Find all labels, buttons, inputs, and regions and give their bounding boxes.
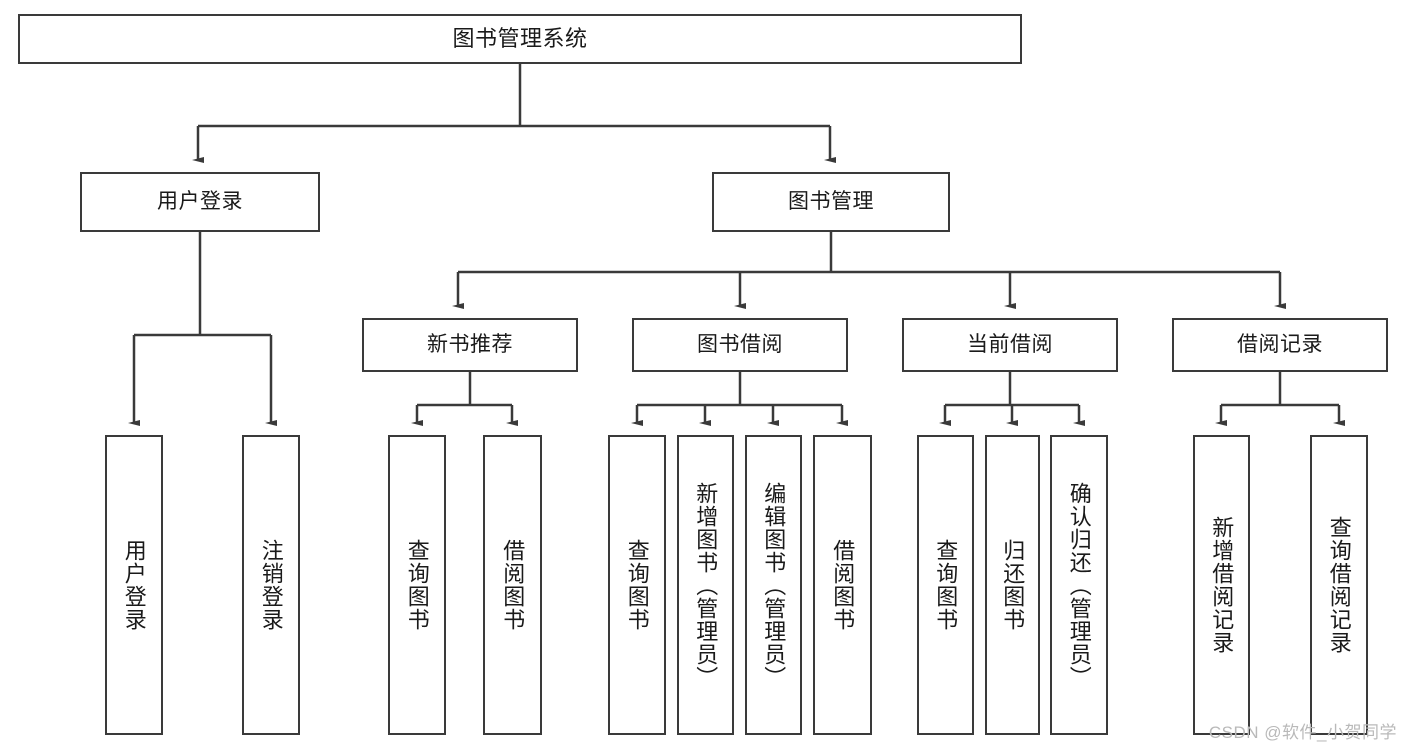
node-leaf-query-book-3[interactable]: 查询图书 — [917, 435, 974, 735]
node-leaf-edit-book[interactable]: 编辑图书（管理员） — [745, 435, 802, 735]
node-leaf-add-borrow-record[interactable]: 新增借阅记录 — [1193, 435, 1250, 735]
node-book-manage[interactable]: 图书管理 — [712, 172, 950, 232]
node-leaf-return-book[interactable]: 归还图书 — [985, 435, 1040, 735]
node-book-borrow[interactable]: 图书借阅 — [632, 318, 848, 372]
node-leaf-confirm-return[interactable]: 确认归还（管理员） — [1050, 435, 1108, 735]
node-leaf-borrow-book-2[interactable]: 借阅图书 — [813, 435, 872, 735]
node-leaf-borrow-book-1[interactable]: 借阅图书 — [483, 435, 542, 735]
watermark: CSDN @软件_小贺同学 — [1208, 723, 1397, 742]
node-leaf-user-login[interactable]: 用户登录 — [105, 435, 163, 735]
node-leaf-query-book-1[interactable]: 查询图书 — [388, 435, 446, 735]
node-current-borrow[interactable]: 当前借阅 — [902, 318, 1118, 372]
node-leaf-query-book-2[interactable]: 查询图书 — [608, 435, 666, 735]
node-root[interactable]: 图书管理系统 — [18, 14, 1022, 64]
node-leaf-add-book[interactable]: 新增图书（管理员） — [677, 435, 734, 735]
node-leaf-query-borrow-record[interactable]: 查询借阅记录 — [1310, 435, 1368, 735]
node-new-book-recommend[interactable]: 新书推荐 — [362, 318, 578, 372]
node-user-login[interactable]: 用户登录 — [80, 172, 320, 232]
node-leaf-logout-login[interactable]: 注销登录 — [242, 435, 300, 735]
node-borrow-record[interactable]: 借阅记录 — [1172, 318, 1388, 372]
